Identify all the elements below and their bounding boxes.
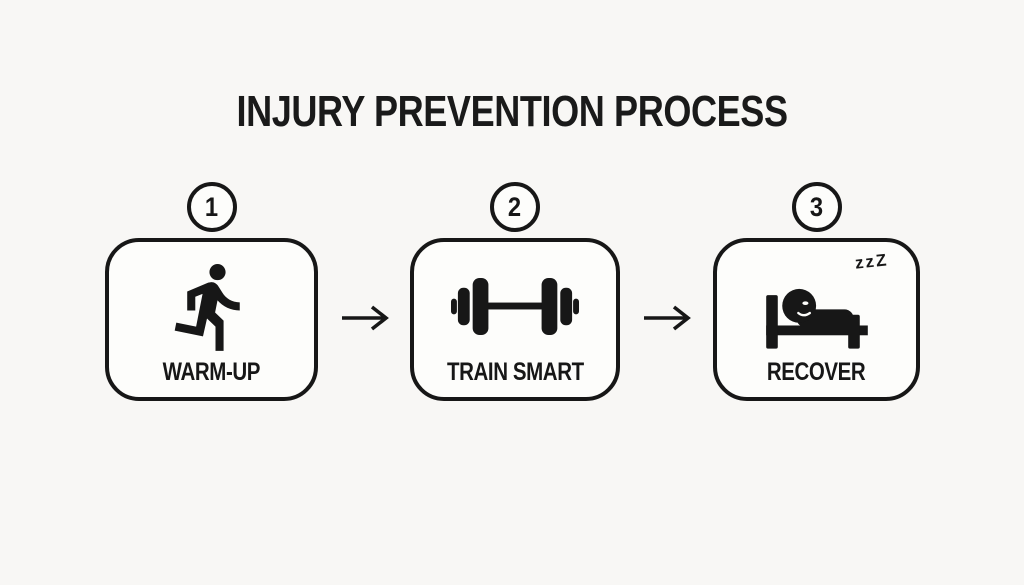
page-title: INJURY PREVENTION PROCESS	[0, 88, 1024, 136]
right-arrow-icon	[342, 305, 389, 331]
sleeping-person-icon	[765, 288, 868, 349]
page-title-text: INJURY PREVENTION PROCESS	[236, 87, 788, 136]
step-warm-up: 1 WARM-UP	[105, 182, 318, 401]
step-card: WARM-UP	[105, 238, 318, 401]
right-arrow-icon	[644, 305, 691, 331]
sleep-zzz-annotation: zzZ	[853, 250, 889, 273]
step-number: 2	[508, 191, 522, 222]
runner-icon	[174, 263, 240, 351]
step-label-text: RECOVER	[767, 358, 866, 386]
step-number-badge: 2	[490, 182, 540, 232]
step-number: 3	[809, 191, 824, 222]
step-number-badge: 3	[791, 182, 842, 232]
step-train-smart: 2 TRAIN SMART	[410, 182, 620, 401]
step-label: TRAIN SMART	[432, 358, 599, 387]
step-icon-box	[414, 256, 616, 356]
step-number: 1	[204, 191, 219, 222]
step-card: zzZ	[713, 238, 920, 401]
step-recover: 3 zzZ	[713, 182, 920, 401]
step-label-text: WARM-UP	[162, 358, 261, 386]
dumbbell-icon	[451, 277, 579, 335]
step-label: RECOVER	[756, 358, 876, 387]
step-label: WARM-UP	[152, 358, 271, 387]
step-label-text: TRAIN SMART	[446, 358, 584, 386]
step-card: TRAIN SMART	[410, 238, 620, 401]
step-number-badge: 1	[186, 182, 237, 232]
step-icon-box: zzZ	[717, 250, 916, 356]
step-icon-box	[109, 256, 314, 356]
